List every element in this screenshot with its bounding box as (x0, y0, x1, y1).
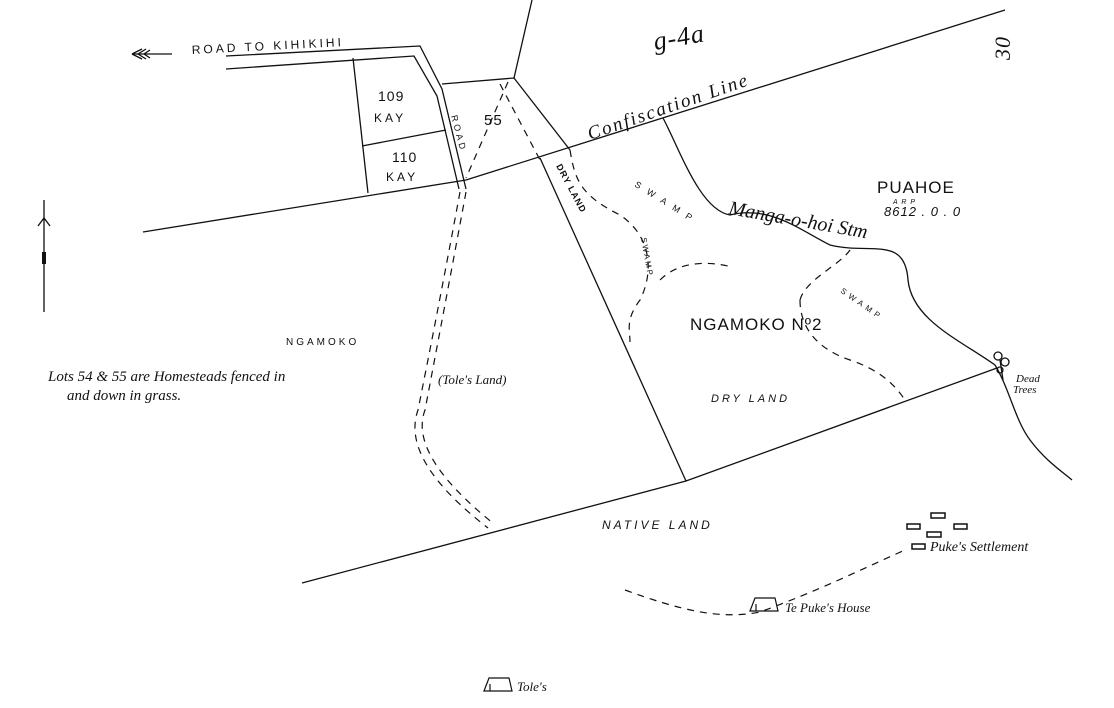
lot109-owner: KAY (374, 111, 406, 125)
pukes-settlement-label: Puke's Settlement (929, 540, 1029, 555)
settlement-track (624, 549, 906, 616)
ngamoko-no2-label: NGAMOKO Nº2 (690, 315, 822, 334)
arp-header: A R P (892, 199, 916, 206)
lot-boundary-west (352, 57, 369, 194)
ngamoko-west-boundary (539, 157, 687, 482)
ngamoko-label: NGAMOKO (286, 337, 359, 348)
manga-o-hoi-stream (662, 117, 1073, 481)
stream-label: Manga-o-hoi Stm (726, 197, 869, 243)
swamp-label-1: SWAMP (633, 179, 701, 227)
dead-trees-label-2: Trees (1013, 384, 1036, 396)
lot55-number: 55 (484, 112, 503, 129)
dead-trees-icon (993, 351, 1010, 381)
native-land-boundary (301, 367, 998, 584)
dead-trees-label-1: Dead (1015, 373, 1040, 385)
native-land-label: NATIVE LAND (602, 518, 713, 532)
track-to-toles-2 (421, 191, 495, 525)
road-label: ROAD (449, 114, 468, 153)
road-edge-outer (225, 45, 467, 190)
sheet-ref: g-4a (651, 18, 707, 56)
road-edge-inner (225, 55, 460, 190)
lot55-track-2 (499, 83, 541, 161)
toles-label: Tole's (517, 679, 547, 694)
note-line-1: Lots 54 & 55 are Homesteads fenced in (47, 369, 285, 385)
dry-land-label: DRY LAND (711, 393, 790, 405)
north-arrow-icon (37, 200, 51, 312)
toles-land-label: (Tole's Land) (438, 372, 506, 387)
swamp-boundary-1 (569, 149, 649, 343)
swamp-boundary-4 (799, 299, 906, 401)
boundary-north (513, 0, 533, 79)
road-arrow-icon (131, 48, 172, 60)
confiscation-line-label: Confiscation Line (585, 70, 752, 145)
swamp-label-2: SWAMP (639, 237, 655, 278)
page-number: 30 (990, 36, 1015, 61)
swamp-label-3: SWAMP (839, 286, 885, 322)
te-pukes-house-label: Te Puke's House (785, 600, 871, 615)
toles-house-icon (483, 677, 513, 692)
track-to-toles (414, 191, 489, 529)
puahoe-area: 8612 . 0 . 0 (884, 204, 961, 219)
lot110-number: 110 (392, 149, 417, 165)
settlement-huts-icon (906, 512, 968, 550)
swamp-boundary-2 (659, 262, 729, 281)
swamp-boundary-3 (799, 249, 851, 301)
lot55-track (465, 81, 509, 179)
lot109-number: 109 (378, 88, 404, 104)
house-icon (749, 597, 779, 612)
lot110-owner: KAY (386, 170, 418, 184)
note-line-2: and down in grass. (67, 388, 181, 404)
lot-divider (361, 129, 447, 147)
puahoe-label: PUAHOE (877, 178, 955, 197)
lot-boundary-south (142, 9, 1006, 233)
